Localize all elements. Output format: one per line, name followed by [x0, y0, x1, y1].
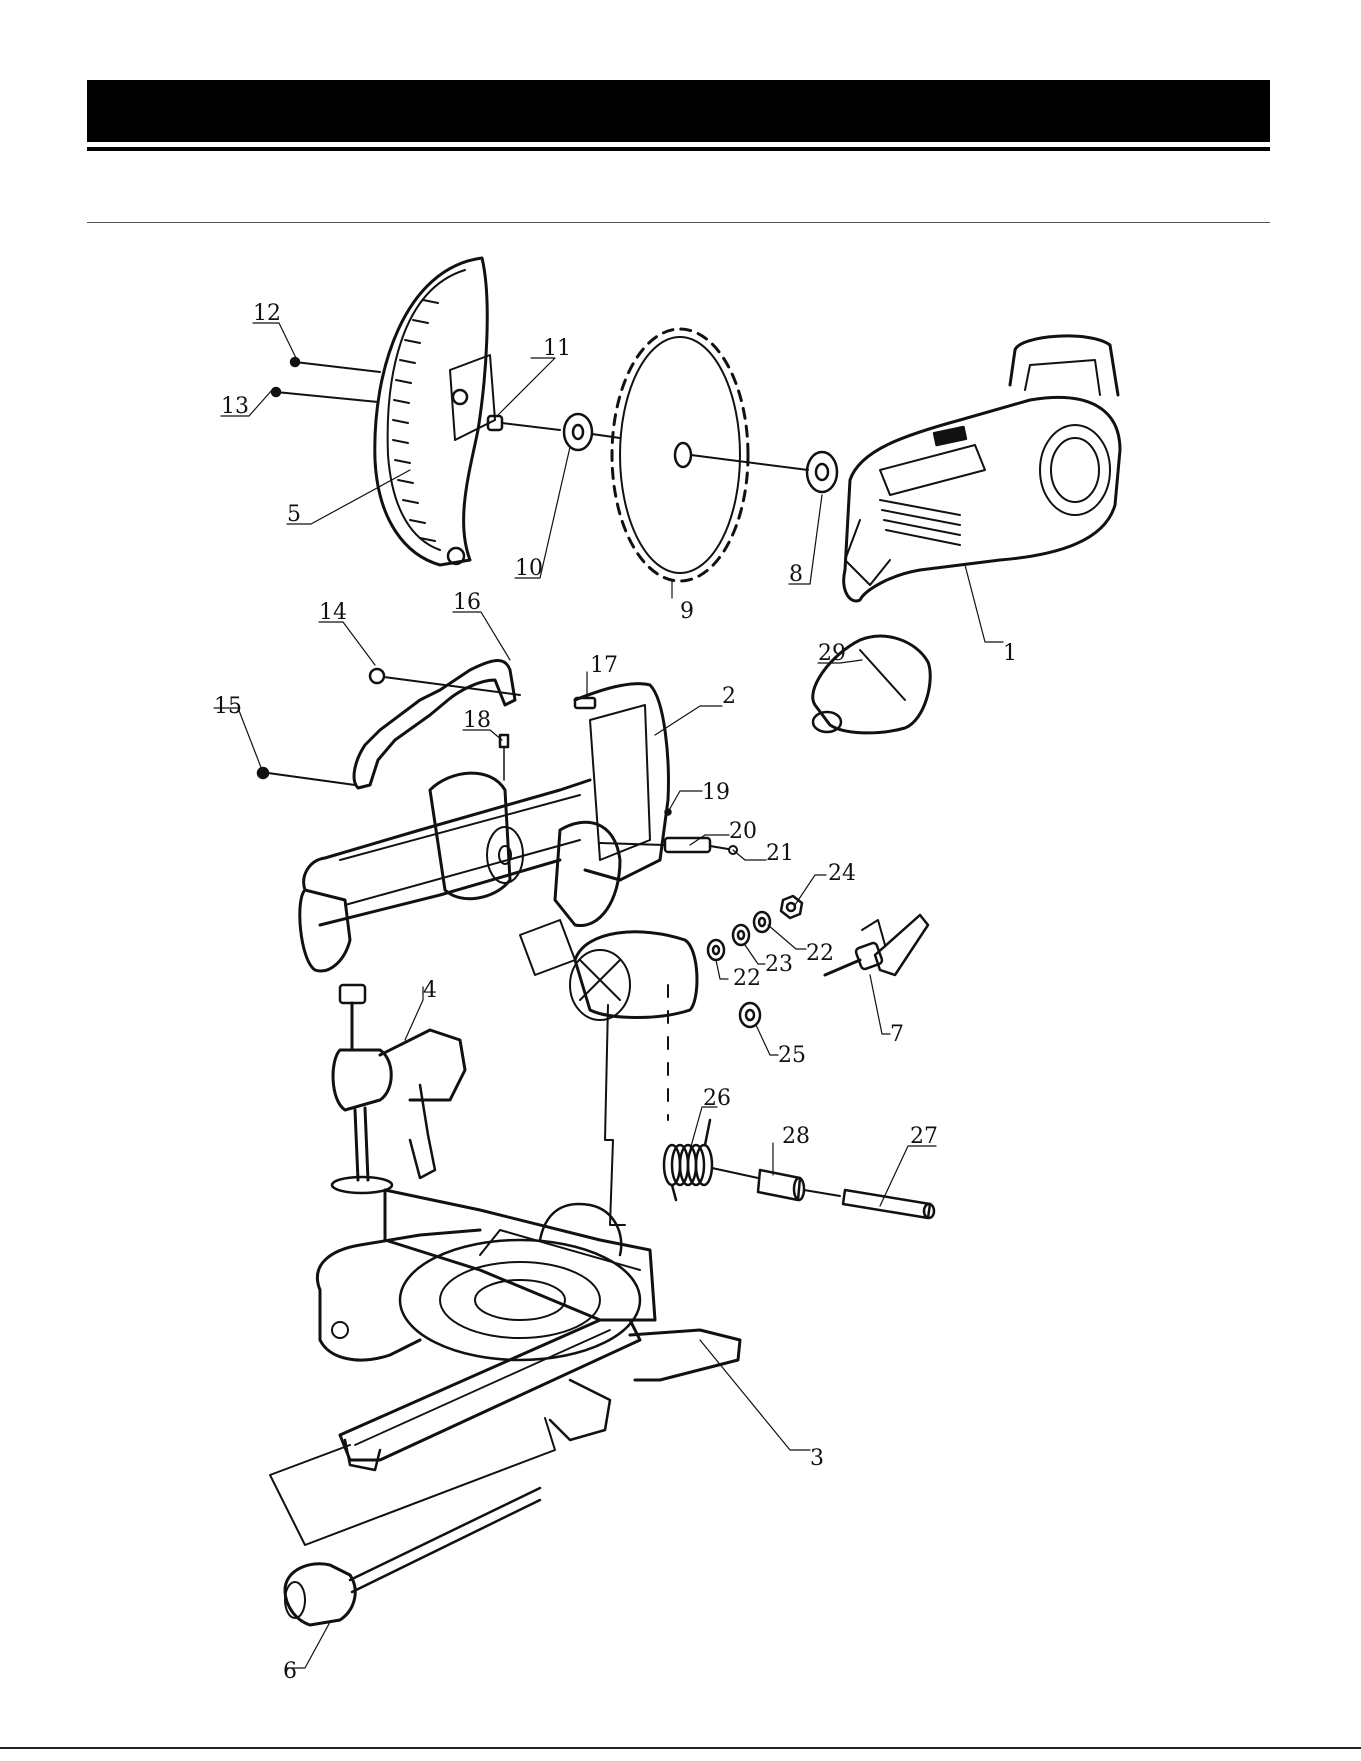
footer-rule: [0, 1747, 1361, 1749]
callout-label: 21: [766, 841, 794, 866]
washer-25: [740, 1003, 760, 1027]
callout-label: 29: [818, 641, 846, 666]
callout-label: 11: [543, 336, 571, 361]
pivot-housing: [570, 932, 697, 1020]
callout-label: 24: [828, 861, 856, 886]
callout-label: 5: [287, 502, 301, 527]
pivot-pin: [843, 1190, 934, 1218]
callout-label: 14: [319, 600, 347, 625]
callout-label: 26: [703, 1086, 731, 1111]
clamp: [332, 985, 465, 1193]
screw-13: [272, 388, 378, 402]
sleeve: [758, 1170, 840, 1200]
callout-label: 15: [214, 694, 242, 719]
spring: [664, 1120, 758, 1200]
callout-label: 22: [806, 941, 834, 966]
leader-lines: [214, 323, 1003, 1668]
motor-head: [844, 336, 1120, 601]
callout-label: 6: [283, 1659, 297, 1684]
washer-22a: [708, 940, 724, 960]
callout-label: 13: [221, 394, 249, 419]
washer-22b: [754, 912, 770, 932]
callout-label: 19: [702, 780, 730, 805]
callout-label: 12: [253, 301, 281, 326]
callout-label: 3: [810, 1446, 824, 1471]
callout-label: 27: [910, 1124, 938, 1149]
nut-14: [370, 669, 520, 695]
inner-flange: [807, 452, 837, 492]
callout-label: 1: [1003, 641, 1017, 666]
flange-bolt: [488, 416, 560, 430]
washer-23: [733, 925, 749, 945]
callout-label: 9: [680, 599, 694, 624]
outer-flange: [564, 414, 620, 450]
callout-label: 8: [789, 562, 803, 587]
callout-label: 10: [515, 556, 543, 581]
screw-15: [258, 768, 355, 785]
callout-label: 7: [890, 1022, 904, 1047]
screw-12: [291, 358, 380, 372]
callout-label: 23: [765, 952, 793, 977]
callout-label: 2: [722, 684, 736, 709]
bevel-knob: [825, 915, 928, 975]
handle: [285, 1488, 540, 1625]
callout-label: 28: [782, 1124, 810, 1149]
callout-labels: 12 13 11 5 10 9 8 1 14 16 17 2 15 18 29 …: [214, 301, 1017, 1684]
callout-label: 17: [590, 653, 618, 678]
base: [317, 1190, 740, 1470]
callout-label: 22: [733, 966, 761, 991]
callout-label: 20: [729, 819, 757, 844]
callout-label: 25: [778, 1043, 806, 1068]
saw-blade: [612, 329, 808, 581]
lower-blade-guard: [375, 258, 495, 565]
pin-18: [500, 735, 508, 780]
callout-label: 4: [423, 978, 437, 1003]
callout-label: 16: [453, 590, 481, 615]
callout-label: 18: [463, 708, 491, 733]
